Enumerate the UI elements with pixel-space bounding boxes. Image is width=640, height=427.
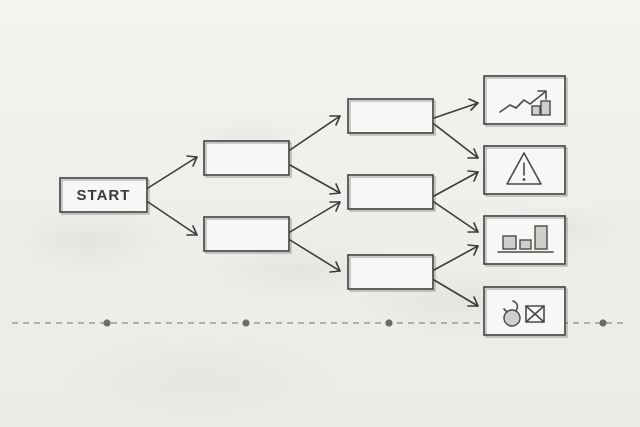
rising-chart-bar-1 [531,105,541,116]
timeline-dot-4 [599,319,607,327]
arrow-2b-to-outcome-3 [433,201,479,233]
arrow-1b-to-2b [289,201,341,233]
node-2b [347,174,434,210]
node-2b-sketch [349,176,436,212]
start-node: START [59,177,150,215]
arrowhead-2b-to-outcome-3 [467,222,479,233]
outcome-node-4 [483,286,566,336]
bar-chart-bar-2 [519,239,532,250]
arrowhead-2a-to-outcome-1 [468,98,479,111]
warning-triangle [506,152,542,185]
warning-icon [506,152,542,185]
mail-envelope [525,305,545,323]
arrowhead-2b-to-outcome-2 [467,170,479,182]
arrows [147,98,479,307]
rising-chart-icon [499,90,551,116]
node-1a [203,140,290,176]
arrowhead-1b-to-2b [329,201,341,212]
arrow-2c-to-outcome-3 [433,245,479,271]
node-1b [203,216,290,252]
arrowhead-start-to-1b [186,225,198,236]
arrowhead-2c-to-outcome-3 [467,244,479,256]
timeline-dot-3 [385,319,393,327]
arrowhead-1a-to-2a [329,115,341,126]
timeline-dot-1 [103,319,111,327]
node-2c-sketch [349,256,436,292]
start-box-sketch [61,179,150,215]
node-1a-sketch [205,142,292,178]
warning-exclamation-dot [522,178,526,181]
arrow-2a-to-outcome-2 [433,123,479,159]
arrow-2c-to-outcome-4 [433,279,479,307]
node-2a [347,98,434,134]
start-label: START [77,187,131,204]
arrow-start-to-1a [147,156,198,189]
outcome-node-4-sketch [485,288,568,338]
arrow-2b-to-outcome-2 [433,171,479,197]
arrowhead-2a-to-outcome-2 [467,148,479,159]
bomb-body [503,309,521,327]
timeline [12,319,628,327]
level-1-nodes [203,140,292,254]
timeline-dot-2 [242,319,250,327]
outcome-node-2-sketch [485,147,568,197]
node-1b-sketch [205,218,292,254]
outcome-nodes [483,75,568,338]
rising-chart-line [499,91,546,113]
outcome-node-1-sketch [485,77,568,127]
mail-cross-2 [525,305,545,323]
rising-chart-bar-2 [540,100,551,116]
bomb-fuse [512,300,519,312]
outcome-node-3-sketch [485,217,568,267]
arrow-1b-to-2c [289,239,341,272]
arrowhead-2c-to-outcome-4 [467,296,479,307]
bar-chart-bar-3 [534,225,548,250]
arrow-2a-to-outcome-1 [433,102,479,119]
arrowhead-1b-to-2c [329,261,341,273]
arrow-start-to-1b [147,201,198,236]
level-2-nodes [347,98,436,292]
start-box [59,177,148,213]
rising-chart-arrowhead [537,90,547,100]
arrowhead-1a-to-2b [329,183,341,195]
bar-chart-bar-1 [502,235,517,250]
bomb-mail-icon [503,300,545,327]
node-2c [347,254,434,290]
arrow-1a-to-2a [289,115,341,151]
bar-chart-icon [497,225,554,253]
bomb-spark [503,308,508,313]
arrow-1a-to-2b [289,164,341,194]
arrowhead-start-to-1a [186,155,198,167]
